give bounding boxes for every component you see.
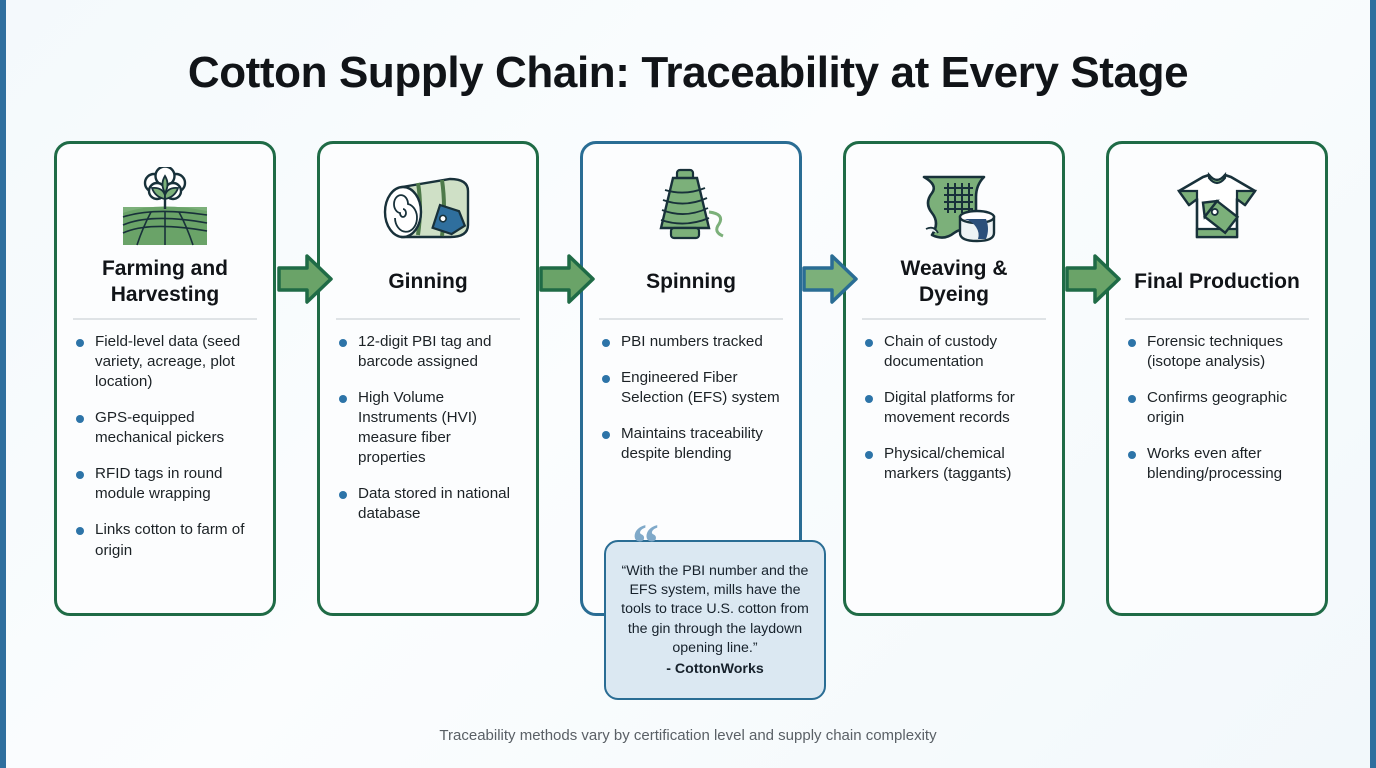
list-item: Forensic techniques (isotope analysis)	[1127, 332, 1309, 372]
arrow-spinning-to-weaving-icon	[802, 253, 858, 305]
list-item: Chain of custody documentation	[864, 332, 1046, 372]
arrow-farming-to-ginning-icon	[277, 253, 333, 305]
stage-bullet-list: Chain of custody documentation Digital p…	[862, 332, 1046, 500]
stage-title: Final Production	[1134, 270, 1300, 294]
stage-title: Farming and Harvesting	[101, 257, 228, 306]
arrow-weaving-to-final-icon	[1065, 253, 1121, 305]
page-title: Cotton Supply Chain: Traceability at Eve…	[187, 48, 1189, 97]
list-item: Links cotton to farm of origin	[75, 520, 257, 560]
stage-bullet-list: Field-level data (seed variety, acreage,…	[73, 332, 257, 577]
stage-card-weaving-and-dyeing[interactable]: Weaving & Dyeing Chain of custody docume…	[843, 141, 1065, 616]
list-item: Field-level data (seed variety, acreage,…	[75, 332, 257, 392]
stage-card-ginning[interactable]: Ginning 12-digit PBI tag and barcode ass…	[317, 141, 539, 616]
cotton-bale-icon	[374, 166, 482, 248]
quote-callout: “ “With the PBI number and the EFS syste…	[604, 516, 826, 700]
stage-bullet-list: PBI numbers tracked Engineered Fiber Sel…	[599, 332, 783, 480]
list-item: Digital platforms for movement records	[864, 388, 1046, 428]
title-divider	[73, 318, 257, 320]
title-divider	[862, 318, 1046, 320]
footer-note: Traceability methods vary by certificati…	[439, 727, 937, 744]
list-item: Works even after blending/processing	[1127, 444, 1309, 484]
quote-mark-icon: “	[632, 513, 659, 573]
stage-card-spinning[interactable]: Spinning PBI numbers tracked Engineered …	[580, 141, 802, 616]
yarn-cone-icon	[637, 166, 745, 248]
stage-card-row: Farming and Harvesting Field-level data …	[54, 141, 1328, 616]
stage-card-farming-and-harvesting[interactable]: Farming and Harvesting Field-level data …	[54, 141, 276, 616]
list-item: Engineered Fiber Selection (EFS) system	[601, 368, 783, 408]
stage-bullet-list: Forensic techniques (isotope analysis) C…	[1125, 332, 1309, 500]
tshirt-tag-icon	[1163, 166, 1271, 248]
quote-attribution: - CottonWorks	[666, 660, 764, 677]
list-item: PBI numbers tracked	[601, 332, 783, 352]
title-divider	[599, 318, 783, 320]
title-divider	[336, 318, 520, 320]
list-item: 12-digit PBI tag and barcode assigned	[338, 332, 520, 372]
list-item: Confirms geographic origin	[1127, 388, 1309, 428]
cotton-field-icon	[111, 166, 219, 248]
stage-title: Weaving & Dyeing	[900, 257, 1008, 306]
arrow-ginning-to-spinning-icon	[539, 253, 595, 305]
stage-card-final-production[interactable]: Final Production Forensic techniques (is…	[1106, 141, 1328, 616]
stage-title: Ginning	[388, 270, 468, 294]
title-divider	[1125, 318, 1309, 320]
list-item: Data stored in national database	[338, 484, 520, 524]
list-item: GPS-equipped mechanical pickers	[75, 408, 257, 448]
stage-title: Spinning	[646, 270, 736, 294]
list-item: Physical/chemical markers (taggants)	[864, 444, 1046, 484]
fabric-dye-icon	[900, 166, 1008, 248]
quote-text: “With the PBI number and the EFS system,…	[621, 563, 809, 656]
list-item: High Volume Instruments (HVI) measure fi…	[338, 388, 520, 468]
stage-bullet-list: 12-digit PBI tag and barcode assigned Hi…	[336, 332, 520, 541]
list-item: RFID tags in round module wrapping	[75, 464, 257, 504]
list-item: Maintains traceability despite blending	[601, 424, 783, 464]
